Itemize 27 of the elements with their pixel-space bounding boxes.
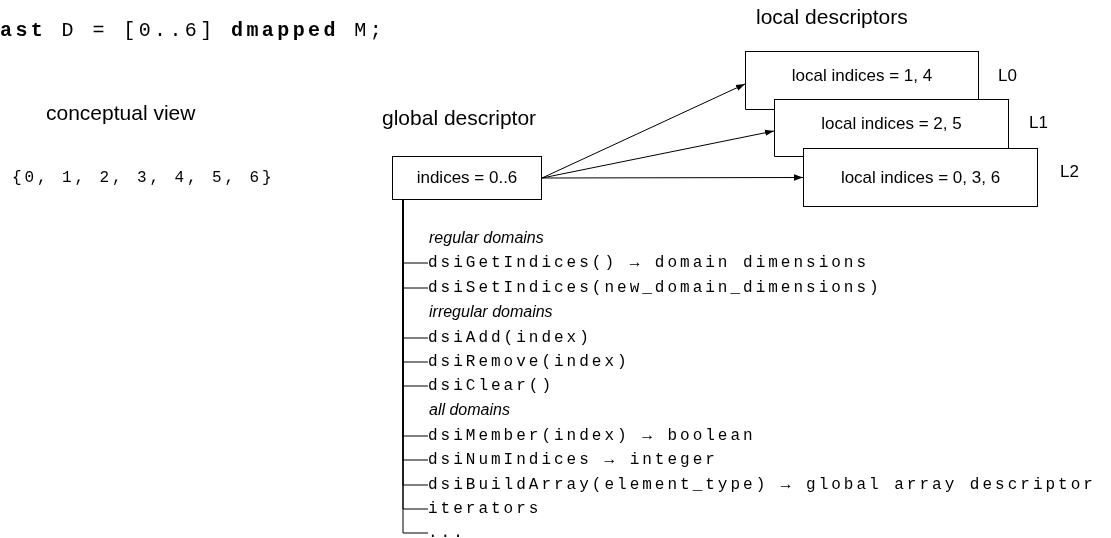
method-item: dsiSetIndices(new_domain_dimensions) — [428, 277, 1108, 299]
arrow — [541, 83, 746, 179]
group-heading: irregular domains — [429, 303, 553, 321]
descriptor-box: local indices = 1, 4 — [745, 51, 979, 99]
code-line: ast D = [0..6] dmapped M; — [0, 19, 386, 42]
method-item: dsiBuildArray(element_type) → global array descriptor — [428, 474, 1108, 496]
method-item: dsiGetIndices() → domain dimensions — [428, 252, 1108, 274]
descriptor-box: indices = 0..6 — [392, 156, 542, 200]
descriptor-caption: L2 — [1060, 162, 1079, 182]
method-item: dsiNumIndices → integer — [428, 449, 1108, 471]
method-item: dsiMember(index) → boolean — [428, 425, 1108, 447]
index-set: {0, 1, 2, 3, 4, 5, 6} — [12, 169, 275, 187]
method-item: dsiClear() — [428, 375, 1108, 397]
method-item: dsiRemove(index) — [428, 351, 1108, 373]
method-item: ... — [428, 522, 1108, 538]
group-heading: regular domains — [429, 229, 544, 247]
arrow — [541, 174, 804, 181]
method-item: dsiAdd(index) — [428, 327, 1108, 349]
descriptor-box: local indices = 2, 5 — [774, 99, 1009, 148]
descriptor-caption: global descriptor — [382, 106, 537, 130]
method-item: iterators — [428, 498, 1108, 520]
section-heading: conceptual view — [46, 101, 196, 125]
descriptor-caption: L1 — [1029, 113, 1048, 133]
group-heading: all domains — [429, 401, 510, 419]
descriptor-box: local indices = 0, 3, 6 — [803, 148, 1038, 207]
descriptor-caption: L0 — [998, 66, 1017, 86]
section-heading: local descriptors — [756, 5, 908, 29]
